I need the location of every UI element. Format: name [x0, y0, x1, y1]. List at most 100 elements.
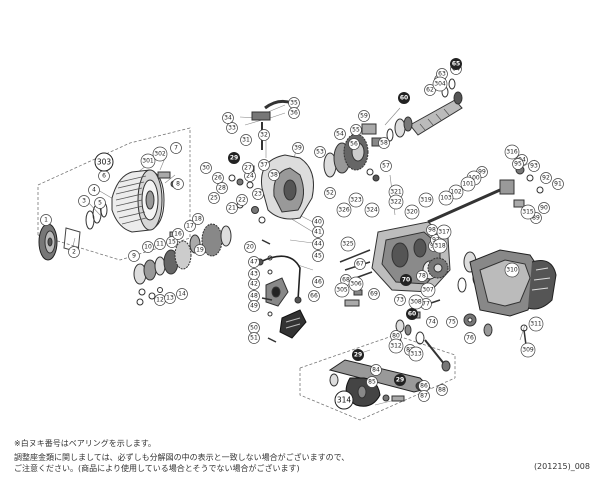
- callout-number: 27: [244, 165, 252, 172]
- callout-circle: [192, 213, 204, 225]
- callout-number: 37: [260, 162, 268, 169]
- callout-number: 324: [366, 207, 378, 214]
- callout-circle: [552, 178, 564, 190]
- drive-gear: [427, 257, 449, 279]
- callout-number: 18: [194, 216, 202, 223]
- callout-circle: [370, 364, 382, 376]
- callout-circle: [312, 276, 324, 288]
- callout-number: 86: [420, 383, 428, 390]
- callout-number: 320: [406, 209, 418, 216]
- callout-circle: [520, 204, 536, 220]
- callout-circle: [258, 159, 270, 171]
- callout-circle: [368, 288, 380, 300]
- adjustment-washer-note: 調整座金類に関しましては、必ずしも分解図の中の表示と一致しない場合がございますの…: [14, 453, 350, 462]
- exploded-parts-diagram: 1234567891011121314151617181920212223242…: [37, 58, 564, 421]
- assembly-callout-circle: [334, 390, 354, 410]
- callout-number: 14: [178, 291, 186, 298]
- callout-number: 98: [428, 227, 436, 234]
- callout-circle: [380, 160, 392, 172]
- callout-number: 7: [174, 145, 178, 152]
- callout-number: 39: [294, 145, 302, 152]
- callout-number: 22: [238, 197, 246, 204]
- bearing-note: ※白ヌキ番号はベアリングを示します。: [14, 439, 156, 448]
- callout-circle: [194, 244, 206, 256]
- callout-number: 90: [540, 205, 548, 212]
- bearing-callout-circle: [400, 274, 412, 286]
- callout-circle: [176, 288, 188, 300]
- caution-note: ご注意ください。(商品により使用している場合とそうでない場合がございます): [14, 464, 300, 473]
- callout-circle: [212, 172, 224, 184]
- callout-circle: [240, 134, 252, 146]
- callout-number: 76: [466, 335, 474, 342]
- diagram-code: (201215)_008: [533, 462, 590, 471]
- callout-circle: [348, 138, 360, 150]
- leader-lines: [44, 99, 536, 406]
- callout-number: 87: [420, 393, 428, 400]
- callout-circle: [528, 160, 540, 172]
- callout-circle: [78, 195, 90, 207]
- callout-number: 67: [356, 261, 364, 268]
- callout-number: 26: [214, 175, 222, 182]
- callout-number: 301: [142, 158, 154, 165]
- callout-circle: [40, 214, 52, 226]
- callout-number: 52: [326, 190, 334, 197]
- callout-number: 16: [174, 231, 182, 238]
- callout-number: 30: [202, 165, 210, 172]
- callout-number: 309: [522, 347, 534, 354]
- callout-circle: [308, 290, 320, 302]
- callout-circle: [248, 256, 260, 268]
- callout-number: 51: [250, 335, 258, 342]
- callout-number: 316: [506, 149, 518, 156]
- callout-number: 323: [350, 197, 362, 204]
- callout-number: 32: [260, 132, 268, 139]
- callout-circle: [236, 194, 248, 206]
- callout-number: 102: [450, 189, 462, 196]
- callout-circle: [242, 162, 254, 174]
- callout-number: 55: [352, 127, 360, 134]
- callout-circle: [438, 190, 454, 206]
- callout-number: 317: [438, 229, 450, 236]
- callout-circle: [340, 236, 356, 252]
- callout-circle: [312, 226, 324, 238]
- callout-circle: [226, 122, 238, 134]
- callout-number: 3: [82, 198, 86, 205]
- bearing-callout-number: 29: [230, 155, 238, 162]
- bearing-callout-number: 60: [408, 311, 416, 318]
- bearing-callout-circle: [228, 152, 240, 164]
- callout-circle: [314, 146, 326, 158]
- callout-number: 77: [422, 301, 430, 308]
- callout-number: 36: [290, 110, 298, 117]
- callout-number: 93: [530, 163, 538, 170]
- callout-circle: [416, 270, 428, 282]
- callout-circle: [388, 194, 404, 210]
- callout-number: 63: [438, 71, 446, 78]
- callout-number: 35: [290, 100, 298, 107]
- callout-circle: [68, 246, 80, 258]
- callout-number: 48: [250, 293, 258, 300]
- callout-number: 43: [250, 271, 258, 278]
- callout-number: 73: [396, 297, 404, 304]
- callout-circle: [172, 228, 184, 240]
- callout-number: 318: [434, 243, 446, 250]
- callout-circle: [432, 238, 448, 254]
- bail-wire: [256, 255, 302, 304]
- bearing-callout-number: 29: [396, 377, 404, 384]
- callout-number: 57: [382, 163, 390, 170]
- callout-circle: [366, 376, 378, 388]
- callout-number: 310: [506, 267, 518, 274]
- callout-circle: [350, 124, 362, 136]
- callout-number: 91: [554, 181, 562, 188]
- callout-circle: [244, 241, 256, 253]
- callout-circle: [436, 384, 448, 396]
- spool: [111, 169, 165, 233]
- callout-circle: [312, 238, 324, 250]
- callout-circle: [170, 142, 182, 154]
- callout-circle: [418, 390, 430, 402]
- callout-number: 24: [246, 173, 254, 180]
- callout-circle: [184, 220, 196, 232]
- callout-circle: [504, 262, 520, 278]
- bearing-callout-circle: [394, 374, 406, 386]
- assembly-callout-number: 314: [337, 396, 352, 405]
- callout-number: 6: [102, 173, 106, 180]
- callout-number: 21: [228, 205, 236, 212]
